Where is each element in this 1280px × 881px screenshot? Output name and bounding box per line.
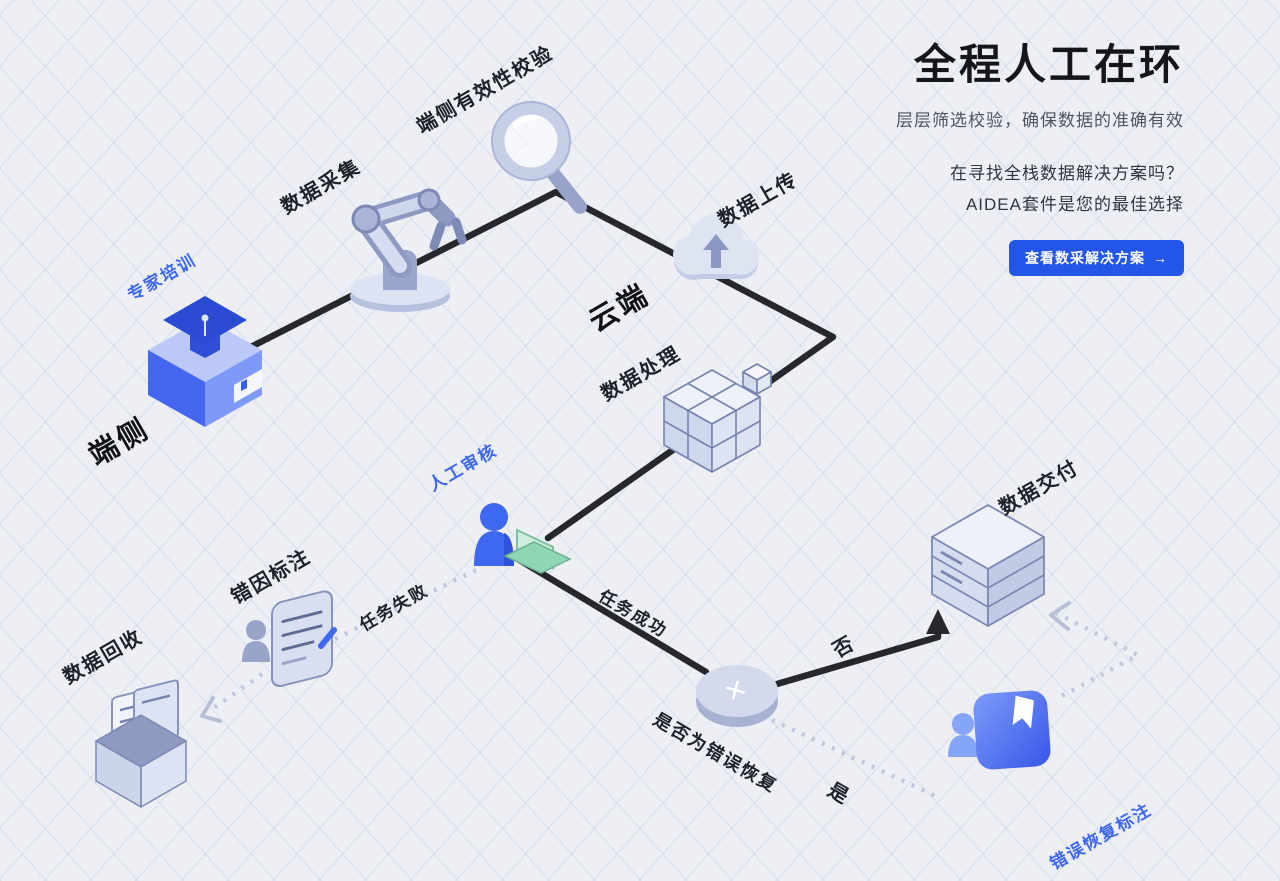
expert-training-icon [148,296,262,427]
solid-arrowhead [926,609,950,634]
return-arrowhead [1049,601,1071,631]
decision-no-line [773,624,942,688]
page-title: 全程人工在环 [913,41,1184,88]
upload-arrow-icon [703,234,729,268]
pencil-icon [318,627,337,649]
recycle-line [206,672,264,714]
header: 全程人工在环 层层筛选校验，确保数据的准确有效 在寻找全栈数据解决方案吗？ AI… [896,41,1184,277]
reviewer-icon [474,503,572,574]
arrow-right-icon: → [1153,250,1168,267]
decision-node-icon [696,665,778,727]
server-icon [931,504,1045,627]
recycle-box-icon [95,679,187,808]
promo-line2: AIDEA套件是您的最佳选择 [965,194,1184,214]
dotted-flow-lines [206,567,1143,801]
robot-arm-icon [350,188,467,312]
bookmark-icon [1012,695,1034,729]
recovery-book-icon [948,690,1051,770]
promo-line1: 在寻找全栈数据解决方案吗？ [950,164,1184,184]
dotted-arrowheads [200,601,1071,723]
promo-text: 在寻找全栈数据解决方案吗？ AIDEA套件是您的最佳选择 [950,159,1184,220]
recovery-return-line [1054,610,1143,698]
view-solution-button[interactable]: 查看数采解决方案 → [1009,240,1184,277]
error-doc-icon [242,590,337,688]
main-flow-lines [239,188,942,688]
task-success-line [512,554,710,676]
page-subtitle: 层层筛选校验，确保数据的准确有效 [896,111,1184,131]
decision-yes-line [771,717,941,801]
cloud-upload-icon [673,214,759,280]
recycle-arrowhead [200,696,222,723]
data-cube-icon [663,363,772,473]
magnifier-icon [491,101,587,214]
cta-label: 查看数采解决方案 [1025,250,1145,267]
